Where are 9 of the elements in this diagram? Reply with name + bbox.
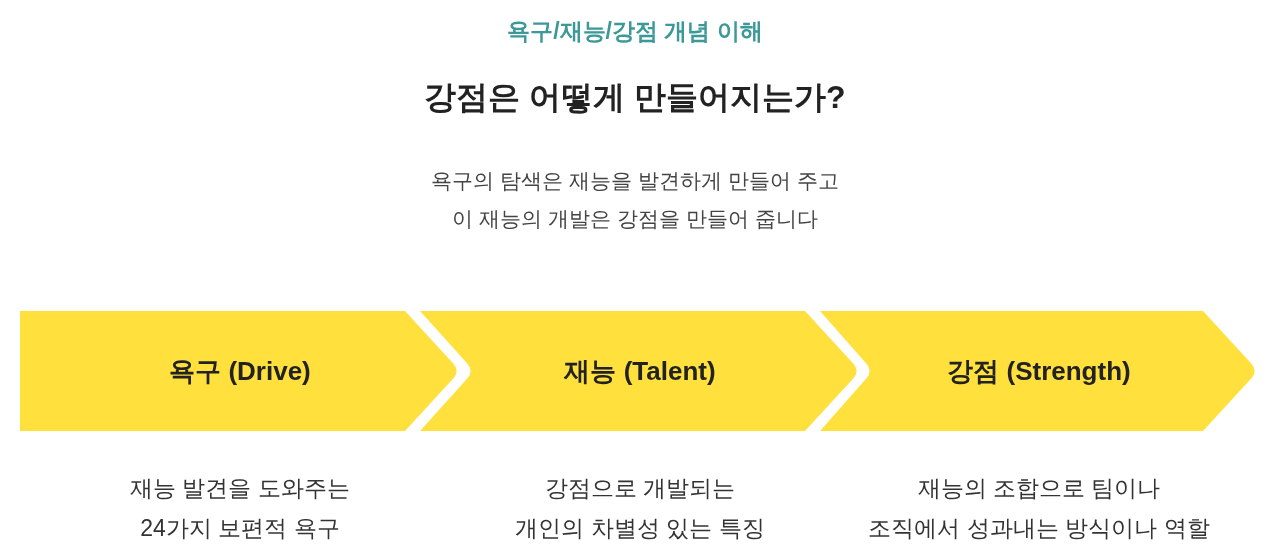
step-description: 강점으로 개발되는 개인의 차별성 있는 특징 [514,474,766,543]
step-description: 재능의 조합으로 팀이나 조직에서 성과내는 방식이나 역할 [867,474,1211,543]
step-label: 욕구 (Drive) [168,355,312,388]
step-description: 재능 발견을 도와주는 24가지 보편적 욕구 [129,474,351,543]
intro-paragraph: 욕구의 탐색은 재능을 발견하게 만들어 주고 이 재능의 개발은 강점을 만들어 줍니다 [430,168,840,232]
step-label: 재능 (Talent) [563,355,717,388]
step-label: 강점 (Strength) [946,355,1132,388]
eyebrow-text: 욕구/재능/강점 개념 이해 [506,17,764,46]
page-title: 강점은 어떻게 만들어지는가? [423,78,847,117]
